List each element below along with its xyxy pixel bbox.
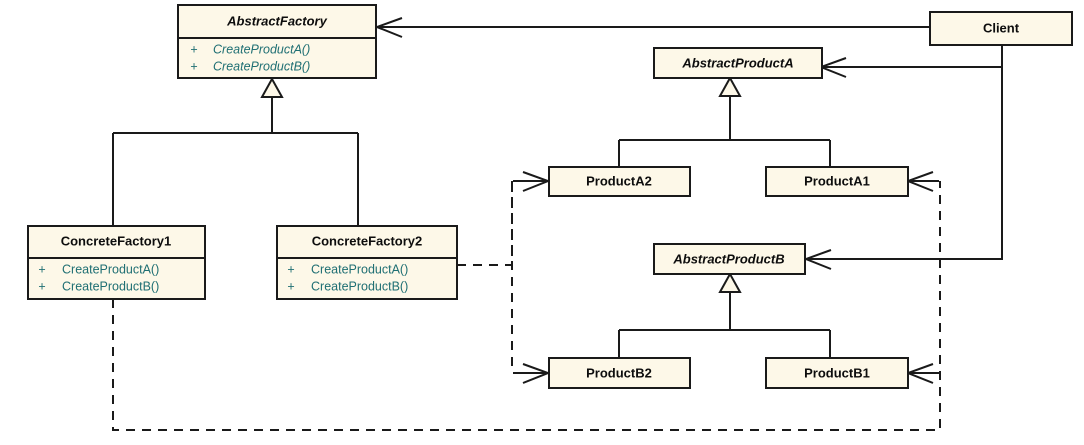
class-box-concrete-factory-2[interactable] [276,225,458,300]
class-box-product-b1[interactable] [765,357,909,389]
class-node-concrete-factory-1[interactable]: ConcreteFactory1 + CreateProductA() + Cr… [27,225,206,300]
edge-client-to-abstractproducta [818,45,1003,78]
operation-signature: CreateProductB() [311,279,408,293]
class-title-product-b2: ProductB2 [586,365,652,380]
class-box-product-a2[interactable] [548,166,691,197]
operation-visibility: + [287,262,294,276]
operation-visibility: + [190,59,197,73]
edge-generalization-productb [618,271,831,358]
edge-client-to-abstractfactory [374,17,930,38]
class-title-abstract-factory: AbstractFactory [226,13,327,28]
edge-dependency-cf1-products [112,171,941,431]
class-node-abstract-factory[interactable]: AbstractFactory + CreateProductA() + Cre… [177,4,377,79]
operation-visibility: + [287,279,294,293]
class-title-client: Client [983,20,1020,35]
edges-layer [112,17,1003,431]
edge-generalization-producta [618,75,831,167]
class-title-abstract-product-a: AbstractProductA [681,55,793,70]
edge-dependency-cf2-producta2 [457,171,551,266]
class-box-product-b2[interactable] [548,357,691,389]
class-node-client[interactable]: Client [929,11,1073,46]
class-title-product-b1: ProductB1 [804,365,870,380]
edge-dependency-cf2-productb2 [511,181,551,384]
class-title-concrete-factory-2: ConcreteFactory2 [312,233,423,248]
class-title-concrete-factory-1: ConcreteFactory1 [61,233,172,248]
operation-visibility: + [38,262,45,276]
class-box-product-a1[interactable] [765,166,909,197]
operation-signature: CreateProductB() [62,279,159,293]
class-box-abstract-product-b[interactable] [653,243,806,275]
operation-signature: CreateProductA() [311,262,408,276]
operation-signature: CreateProductA() [62,262,159,276]
class-node-product-b1[interactable]: ProductB1 [765,357,909,389]
operation-visibility: + [38,279,45,293]
class-node-abstract-product-a[interactable]: AbstractProductA [653,47,823,79]
class-node-abstract-product-b[interactable]: AbstractProductB [653,243,806,275]
operation-signature: CreateProductB() [213,59,310,73]
class-node-concrete-factory-2[interactable]: ConcreteFactory2 + CreateProductA() + Cr… [276,225,458,300]
class-node-product-a1[interactable]: ProductA1 [765,166,909,197]
class-title-abstract-product-b: AbstractProductB [672,251,784,266]
class-box-abstract-product-a[interactable] [653,47,823,79]
class-title-product-a2: ProductA2 [586,173,652,188]
operation-visibility: + [190,42,197,56]
class-box-abstract-factory[interactable] [177,4,377,79]
class-box-client[interactable] [929,11,1073,46]
class-node-product-b2[interactable]: ProductB2 [548,357,691,389]
class-box-concrete-factory-1[interactable] [27,225,206,300]
class-title-product-a1: ProductA1 [804,173,870,188]
class-node-product-a2[interactable]: ProductA2 [548,166,691,197]
edge-client-to-abstractproductb [803,45,1003,270]
edge-generalization-factories [112,76,359,226]
operation-signature: CreateProductA() [213,42,310,56]
